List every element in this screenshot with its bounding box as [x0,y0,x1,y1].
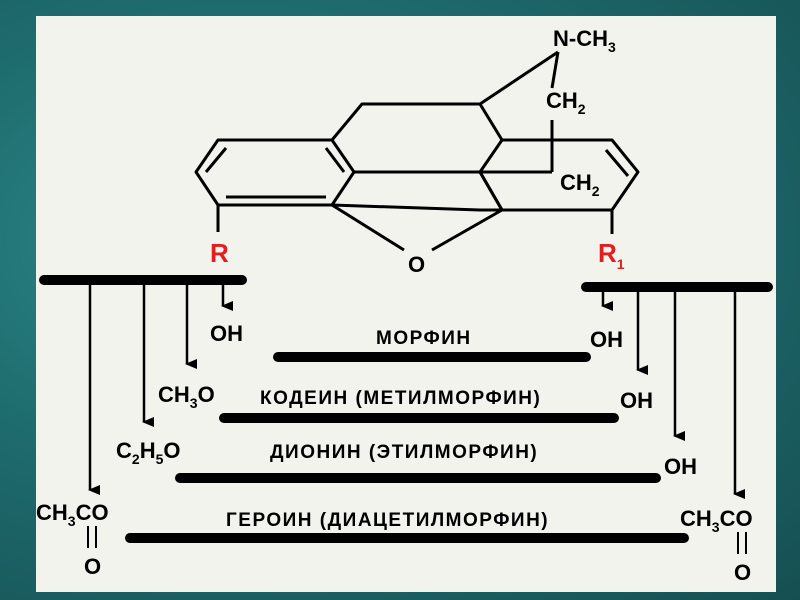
left-ring-double-bond-3 [324,147,346,173]
codeine-right-substituent: OH [620,388,653,413]
n-methyl-label: N-CH3 [553,26,616,55]
ch2-upper-label: CH2 [546,88,586,117]
heroin-left-carbonyl-oxygen: O [84,554,101,579]
nitrogen-bond-upper [479,50,559,106]
right-ring [478,138,640,212]
morphine-right-substituent: OH [590,327,623,352]
right-ring-double-bond [604,149,630,177]
r1-label: R1 [598,238,625,272]
heroin-name: ГЕРОИН (ДИАЦЕТИЛМОРФИН) [226,510,549,531]
left-aromatic-ring [194,138,356,207]
upper-ring [330,102,504,174]
dionine-left-substituent: C2H5O [116,438,181,467]
dionine-right-substituent: OH [664,454,697,479]
morphinan-skeleton [194,50,640,252]
bridge-oxygen-label: O [408,252,425,277]
codeine-left-substituent: CH3O [158,382,215,411]
slide-panel [36,16,776,592]
oxygen-bridge-right [431,208,503,252]
nitrogen-bond-lower [550,51,560,89]
right-arrows [601,290,745,499]
heroin-right-carbonyl-oxygen: O [734,560,751,585]
left-arrows [88,283,233,495]
heroin-right-substituent: CH3CO [680,506,753,535]
dionine-name: ДИОНИН (ЭТИЛМОРФИН) [270,442,538,463]
codeine-name: КОДЕИН (МЕТИЛМОРФИН) [260,388,541,409]
left-ring-double-bond-1 [204,147,228,173]
morphine-left-substituent: OH [210,321,243,346]
morphine-name: МОРФИН [376,328,472,349]
ch2-lower-label: CH2 [560,170,600,199]
oxygen-bridge-left [331,203,405,252]
middle-ring [331,170,504,212]
heroin-left-substituent: CH3CO [36,500,109,529]
r-label: R [210,238,229,268]
